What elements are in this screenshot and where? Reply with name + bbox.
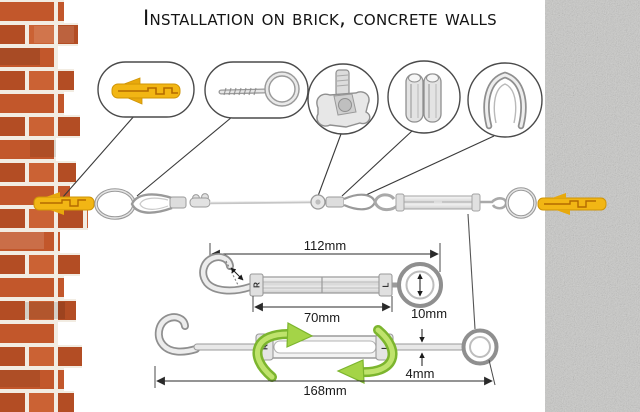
- callout-line-ferrule: [341, 130, 413, 197]
- hardware-callouts: [62, 60, 543, 198]
- wall-plug-anchor-icon: [111, 77, 181, 105]
- compact-turnbuckle-diagram: 112mm R L: [199, 238, 447, 325]
- callout-eye-screw: [204, 61, 309, 119]
- wire-cable-highlight: [209, 200, 314, 203]
- thread-mark-right: L: [382, 282, 391, 287]
- thread-mark-left: R: [261, 344, 270, 350]
- mid-thimble: [343, 193, 377, 211]
- dim-label-168: 168mm: [303, 383, 346, 398]
- rotate-arrow-left-head: [286, 322, 314, 348]
- dim-label-4: 4mm: [406, 366, 435, 381]
- wire-cable: [209, 200, 314, 205]
- right-eye-screw-highlight: [506, 188, 536, 218]
- rotate-arrow-right-head: [336, 359, 365, 384]
- eye-screw-icon: [218, 71, 300, 107]
- hook-highlight: [200, 254, 253, 293]
- cable-assembly: [33, 187, 607, 330]
- turnbuckle-pointer-line: [467, 213, 476, 330]
- left-wire-clip: [189, 193, 211, 208]
- crimp-ferrule-icon: [405, 73, 442, 123]
- callout-line-thimble: [365, 135, 495, 196]
- page-title: Installation on brick, concrete walls: [143, 6, 497, 30]
- callout-line-eye-screw: [136, 116, 233, 197]
- thread-mark-right: L: [381, 344, 390, 349]
- left-wall-plug: [33, 192, 95, 215]
- left-thimble-inner: [139, 197, 169, 210]
- hook-highlight: [156, 315, 199, 354]
- callout-line-anchor: [62, 114, 136, 198]
- extended-turnbuckle-diagram: R L 4mm 168mm: [154, 313, 499, 398]
- dim-label-70: 70mm: [304, 310, 340, 325]
- thread-mark-left: R: [253, 282, 262, 288]
- threaded-rod-right: [391, 343, 465, 351]
- threaded-rod-left: [193, 343, 259, 351]
- rotate-arrow-left-highlight: [254, 331, 293, 380]
- callout-line-clip: [317, 133, 342, 197]
- hook-opening-arrow: [230, 267, 244, 281]
- callout-ferrule: [387, 60, 461, 134]
- right-wall-plug: [537, 193, 607, 215]
- callout-thimble: [467, 62, 543, 138]
- left-eye-screw-highlight: [95, 189, 135, 219]
- cable-turnbuckle-eye-hook: [480, 197, 508, 210]
- cable-turnbuckle-body: [395, 193, 481, 212]
- rotate-arrow-right-highlight: [357, 327, 396, 375]
- rope-thimble-icon: [483, 71, 527, 130]
- dim-label-10: 10mm: [411, 306, 447, 321]
- rotation-arrows: [252, 322, 398, 384]
- eye-ring-inner: [469, 336, 491, 358]
- callout-wire-rope-clip: [307, 63, 379, 135]
- turnbuckle-body-closed: R L: [249, 273, 393, 297]
- cable-turnbuckle-hook: [373, 193, 400, 211]
- mid-ferrule: [325, 196, 345, 208]
- left-ferrule: [169, 196, 187, 209]
- dim-label-112: 112mm: [304, 238, 346, 253]
- dim-ext: [488, 359, 496, 386]
- mid-wire-clip: [310, 194, 326, 210]
- callout-wall-plug: [97, 61, 195, 118]
- wire-rope-clip-icon: [316, 69, 371, 128]
